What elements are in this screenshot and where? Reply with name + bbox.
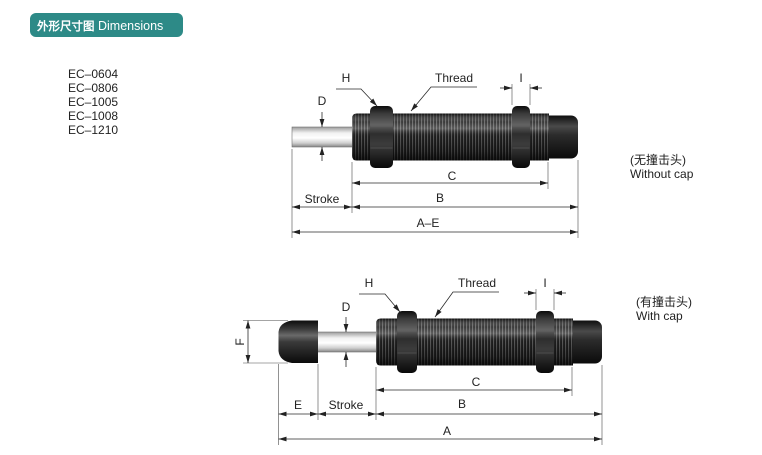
label-total: A–E	[417, 216, 440, 230]
label-i: I	[543, 276, 546, 290]
label-h: H	[365, 276, 374, 290]
label-b: B	[458, 397, 466, 411]
model-item: EC–1008	[68, 109, 118, 123]
label-c: C	[448, 169, 457, 183]
leader-thread	[434, 291, 499, 318]
label-e: E	[294, 398, 302, 412]
hex-nut-i	[512, 106, 530, 168]
impact-cap	[278, 320, 318, 363]
hex-nut-i	[536, 311, 554, 373]
label-i: I	[519, 71, 522, 85]
label-total: A	[443, 424, 451, 438]
note-cn: (无撞击头)	[630, 152, 686, 167]
label-d: D	[318, 94, 327, 108]
model-item: EC–0604	[68, 67, 118, 81]
shock-absorber	[291, 106, 578, 168]
shock-absorber	[315, 311, 602, 373]
label-b: B	[436, 191, 444, 205]
leader-h	[336, 88, 378, 107]
diagram-with-cap: F H Thread I D C E Stroke B	[233, 276, 692, 445]
threaded-body-shading	[352, 113, 549, 161]
label-d: D	[342, 300, 351, 314]
label-c: C	[472, 375, 481, 389]
note-en: Without cap	[630, 167, 694, 181]
header-banner-bg	[30, 13, 183, 37]
note-en: With cap	[636, 309, 683, 323]
leader-h	[359, 293, 401, 313]
label-thread: Thread	[458, 276, 496, 290]
label-stroke: Stroke	[305, 192, 340, 206]
header-title-cn: 外形尺寸图	[36, 19, 95, 33]
end-cap	[564, 320, 602, 364]
label-f: F	[233, 338, 247, 345]
label-thread: Thread	[435, 71, 473, 85]
model-item: EC–1005	[68, 95, 118, 109]
piston-rod	[315, 331, 379, 353]
diagram-without-cap: H Thread I D C Stroke B A–E (无撞击头) W	[291, 71, 694, 238]
label-h: H	[342, 71, 351, 85]
model-list: EC–0604 EC–0806 EC–1005 EC–1008 EC–1210	[68, 67, 118, 137]
threaded-body-shading	[376, 318, 573, 366]
hex-nut-h	[370, 106, 393, 168]
hex-nut-h	[397, 311, 417, 373]
leader-thread	[410, 86, 477, 112]
piston-rod	[291, 126, 355, 148]
model-item: EC–0806	[68, 81, 118, 95]
end-cap	[540, 115, 578, 159]
label-stroke: Stroke	[329, 398, 364, 412]
note-cn: (有撞击头)	[636, 294, 692, 309]
header-banner: 外形尺寸图 Dimensions	[30, 13, 183, 37]
header-title-en: Dimensions	[98, 19, 163, 33]
model-item: EC–1210	[68, 123, 118, 137]
